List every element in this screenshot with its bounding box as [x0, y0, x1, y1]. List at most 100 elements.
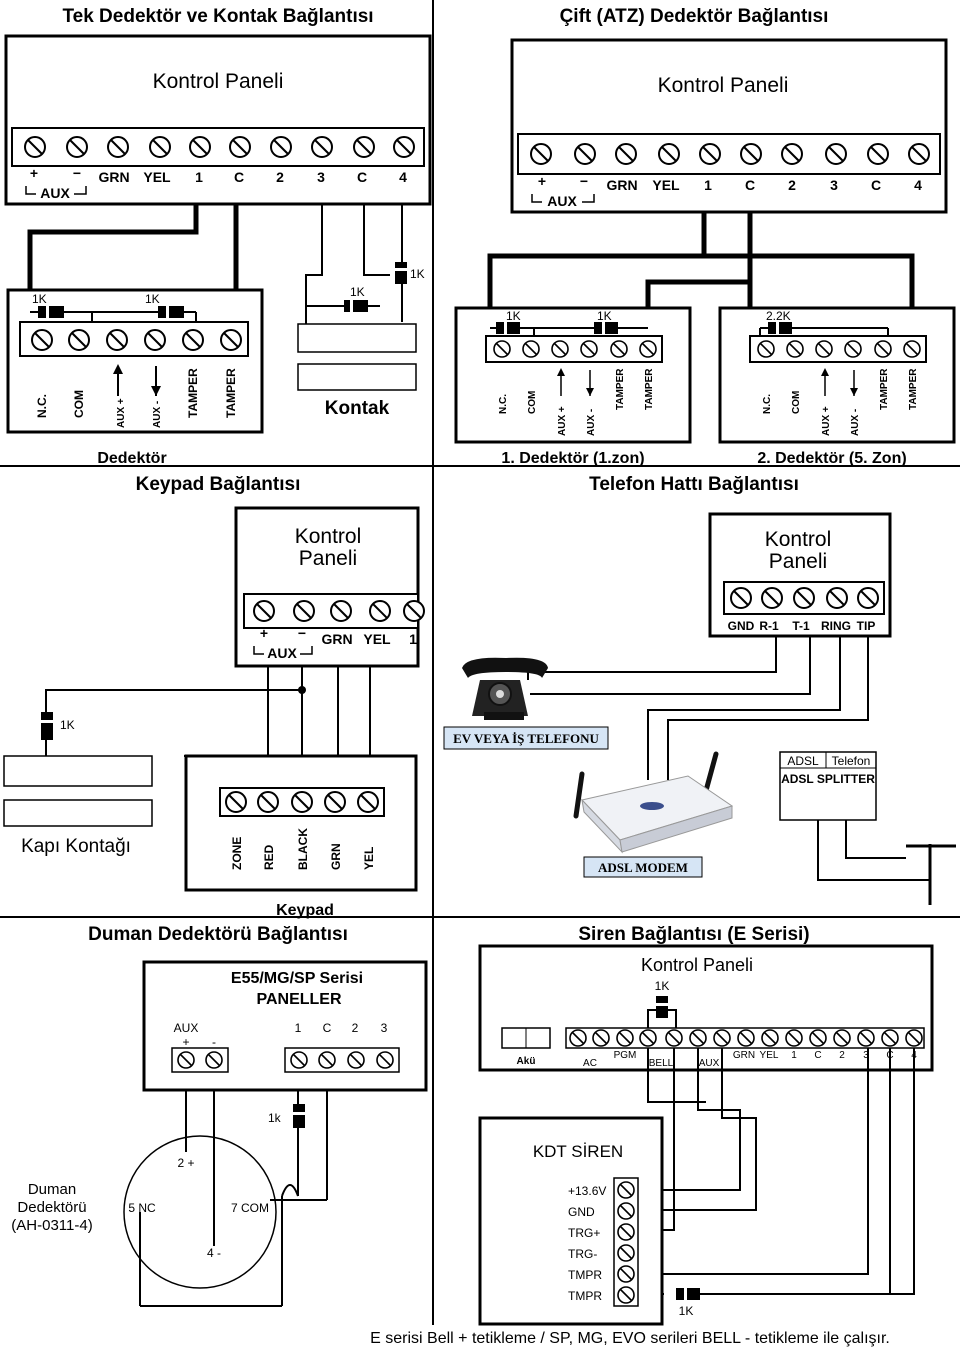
single-resistor-label-1: 1K [32, 292, 47, 306]
phone-wire-line-b [845, 820, 906, 859]
keypad-section-title: Keypad Bağlantısı [136, 474, 301, 495]
phone-control-panel [708, 512, 892, 638]
phone-label: EV VEYA İŞ TELEFONU [453, 731, 599, 746]
single-resistor-contact-vertical [395, 262, 407, 284]
smoke-det-term-4: 4 - [207, 1246, 221, 1260]
single-term-c2: C [357, 169, 367, 185]
keypad-device-box [184, 754, 418, 892]
smoke-det-term-2: 2 + [177, 1156, 194, 1170]
dual-term-minus: − [580, 173, 588, 189]
adsl-splitter-box [779, 751, 877, 821]
dual-term-1: 1 [704, 177, 712, 193]
single-term-plus: + [30, 165, 38, 181]
dual-wire-zone5 [747, 253, 915, 336]
modem-label-box [583, 856, 703, 878]
siren-term-1: 1 [791, 1050, 797, 1061]
single-det-aux-plus: AUX + [116, 398, 127, 428]
dual-term-plus: + [538, 173, 546, 189]
smoke-zone-c: C [323, 1021, 332, 1035]
siren-term-trg-plus: TRG+ [568, 1226, 600, 1240]
keypad-caption: Keypad [276, 902, 334, 919]
dual-det2-aux-plus: AUX + [821, 406, 832, 436]
siren-group-bell: BELL [649, 1058, 674, 1069]
single-detector-caption: Dedektör [97, 450, 166, 467]
single-term-3: 3 [317, 169, 325, 185]
dual-det1-caption: 1. Dedektör (1.zon) [501, 450, 644, 467]
keypad-dev-zone: ZONE [230, 837, 244, 870]
single-term-1: 1 [195, 169, 203, 185]
dual-term-4: 4 [914, 177, 922, 193]
single-wire-zone [27, 204, 199, 330]
smoke-panel-title-2: PANELLER [256, 991, 341, 1008]
single-section-title: Tek Dedektör ve Kontak Bağlantısı [62, 6, 373, 27]
adsl-modem-icon [573, 751, 734, 854]
smoke-aux-label: AUX [174, 1021, 199, 1035]
siren-group-ac: AC [583, 1058, 597, 1069]
dual-aux-label: AUX [547, 193, 577, 209]
siren-term-c1: C [814, 1050, 821, 1061]
phone-term-r1: R-1 [759, 619, 779, 633]
keypad-dev-grn: GRN [329, 843, 343, 870]
smoke-aux-minus: - [212, 1035, 216, 1049]
phone-section-title: Telefon Hattı Bağlantısı [589, 474, 799, 495]
siren-resistor-bottom [676, 1288, 700, 1300]
phone-label-box [443, 726, 609, 750]
splitter-port-telefon: Telefon [832, 754, 871, 768]
single-resistor-contact-horizontal [306, 300, 380, 312]
dual-det2-aux-minus: AUX - [850, 409, 861, 436]
keypad-door-contact-b [3, 799, 153, 827]
siren-term-trg-minus: TRG- [568, 1247, 597, 1261]
phone-term-t1: T-1 [792, 619, 810, 633]
single-contact-label: Kontak [325, 398, 390, 419]
dual-control-panel [510, 38, 948, 214]
phone-term-gnd: GND [728, 619, 755, 633]
siren-term-tmpr-1: TMPR [568, 1268, 602, 1282]
single-wire-contact-a [305, 204, 323, 324]
splitter-port-adsl: ADSL [787, 754, 819, 768]
keypad-door-contact-label: Kapı Kontağı [21, 836, 131, 857]
siren-terminal-strip [613, 1177, 639, 1307]
smoke-resistor [293, 1104, 305, 1128]
single-term-yel: YEL [143, 169, 171, 185]
smoke-section-title: Duman Dedektörü Bağlantısı [88, 924, 348, 945]
phone-wire-line-a [817, 820, 930, 881]
dual-det1-com: COM [527, 391, 538, 414]
siren-panel-title: Kontrol Paneli [641, 955, 753, 975]
single-term-4: 4 [399, 169, 407, 185]
dual-det1-terminal-strip [485, 335, 663, 363]
modem-label: ADSL MODEM [598, 860, 688, 875]
dual-det1-tamper-1: TAMPER [615, 368, 626, 410]
dual-det2-nc: N.C. [762, 394, 773, 414]
smoke-det-name-2: Dedektörü [17, 1199, 86, 1216]
single-det-com: COM [72, 390, 86, 418]
dual-panel-title: Kontrol Paneli [658, 74, 789, 97]
dual-det1-resistor-2: 1K [597, 309, 612, 323]
footer-note: E serisi Bell + tetikleme / SP, MG, EVO … [370, 1330, 890, 1347]
keypad-panel-title-1: Kontrol [295, 525, 362, 548]
phone-wire-r1 [527, 636, 777, 680]
dual-wire-zone1 [487, 212, 707, 336]
smoke-det-term-5: 5 NC [128, 1201, 156, 1215]
single-contact-part-b [297, 363, 417, 391]
siren-resistor-top [647, 996, 677, 1028]
dual-detector1-box [454, 306, 692, 444]
siren-term-grn: GRN [733, 1050, 755, 1061]
keypad-dev-red: RED [262, 844, 276, 870]
siren-panel-screws [569, 1029, 923, 1047]
dual-term-c1: C [745, 177, 755, 193]
phone-term-ring: RING [821, 619, 851, 633]
smoke-det-name-1: Duman [28, 1181, 76, 1198]
smoke-resistor-label: 1k [268, 1111, 282, 1125]
phone-wire-t1 [530, 636, 811, 695]
siren-wire-bell [647, 1048, 706, 1103]
keypad-wire-resistor [45, 689, 302, 712]
keypad-term-1: 1 [409, 631, 417, 647]
single-term-grn: GRN [98, 169, 129, 185]
single-contact-part-a [297, 323, 417, 353]
single-det-nc: N.C. [35, 394, 49, 418]
dual-det2-tamper-2: TAMPER [908, 368, 919, 410]
keypad-resistor [41, 712, 53, 740]
dual-det2-caption: 2. Dedektör (5. Zon) [757, 450, 906, 467]
phone-panel-title-1: Kontrol [765, 528, 832, 551]
